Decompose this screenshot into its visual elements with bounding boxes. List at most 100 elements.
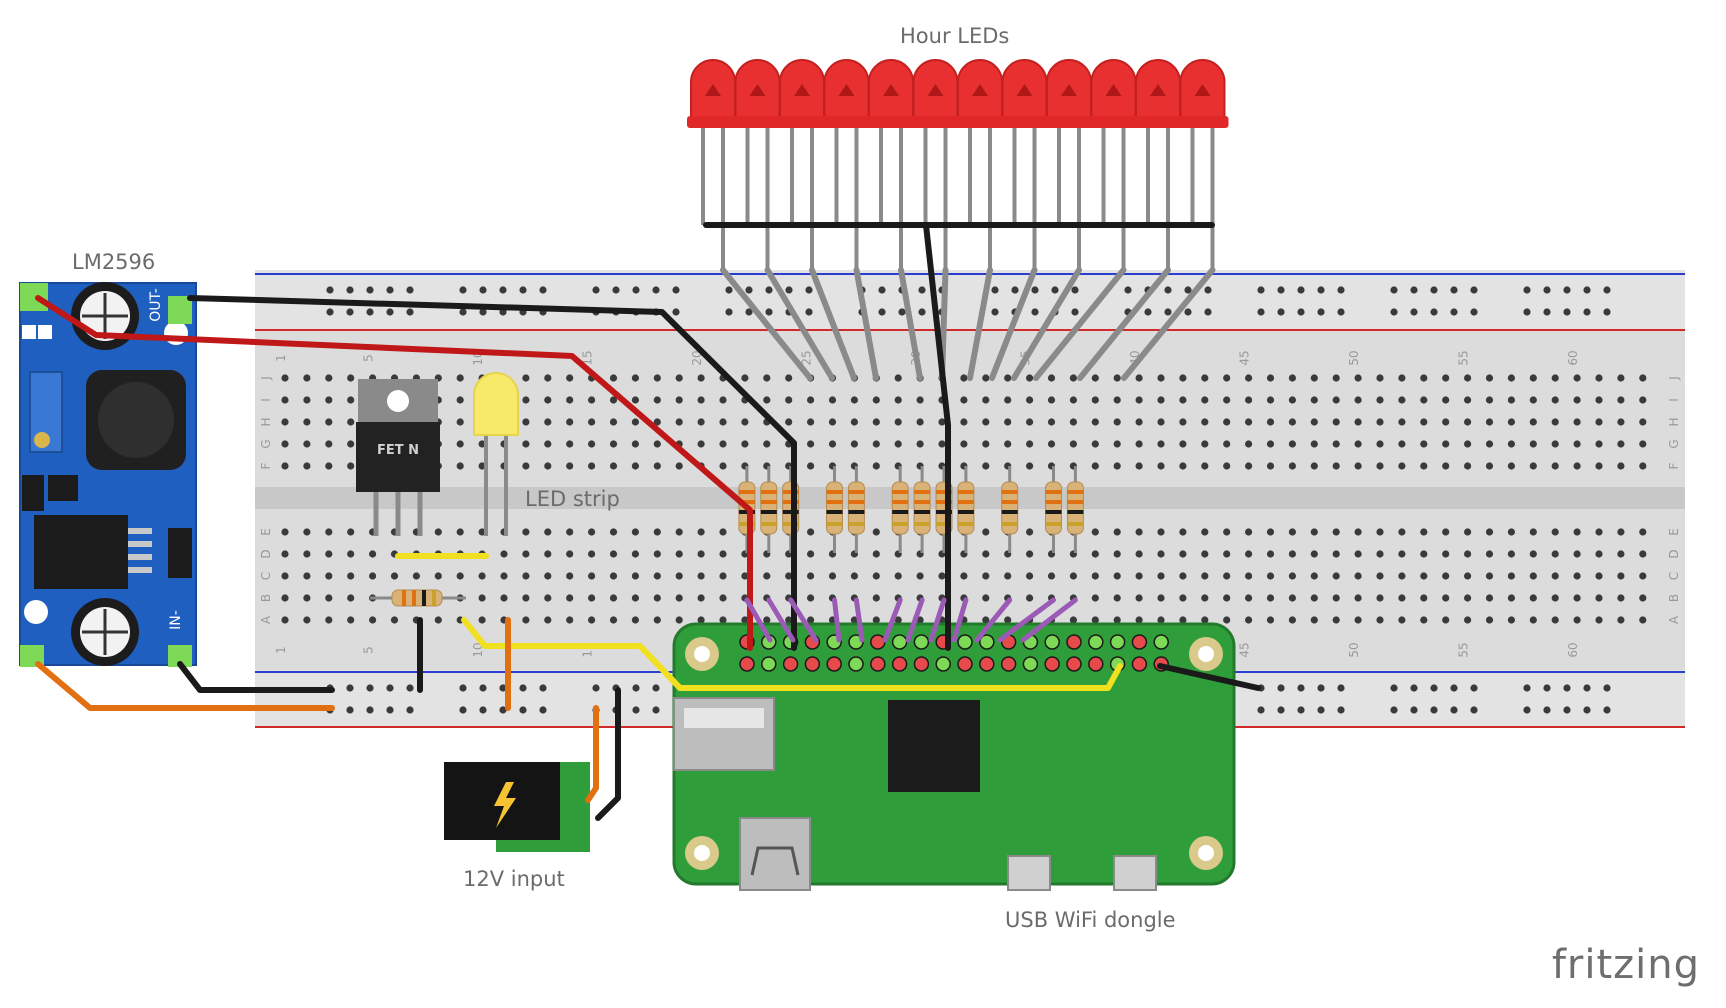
breadboard-hole	[1551, 440, 1559, 448]
regulator-in-label: IN-	[168, 610, 184, 630]
breadboard-hole	[1004, 374, 1012, 382]
breadboard-hole	[1288, 418, 1296, 426]
breadboard-hole	[631, 550, 640, 558]
regulator-out-neg-wire	[187, 295, 797, 651]
breadboard-hole	[544, 374, 552, 382]
breadboard-hole	[1069, 374, 1077, 382]
breadboard-hole	[1464, 462, 1472, 470]
jack-ground-wire	[595, 687, 621, 821]
column-number: 1	[274, 646, 288, 654]
breadboard-hole	[675, 594, 683, 602]
breadboard-hole	[478, 462, 486, 470]
breadboard-hole	[1201, 528, 1209, 536]
breadboard-hole	[631, 594, 640, 602]
breadboard-hole	[1026, 396, 1034, 404]
hour-led	[731, 59, 784, 270]
resistor-band	[914, 510, 931, 514]
rail-hole	[326, 308, 334, 316]
breadboard-hole	[1529, 616, 1537, 624]
breadboard-hole	[1507, 550, 1515, 558]
breadboard-hole	[872, 418, 880, 426]
breadboard-hole	[1442, 374, 1450, 382]
breadboard-hole	[369, 572, 377, 580]
gpio-jumper	[766, 597, 796, 643]
rail-hole	[1543, 684, 1551, 692]
breadboard-hole	[1376, 528, 1384, 536]
breadboard-hole	[1026, 572, 1034, 580]
rail-hole	[1523, 308, 1531, 316]
rail-hole	[539, 286, 547, 294]
breadboard-hole	[916, 572, 924, 580]
breadboard-hole	[631, 396, 640, 404]
resistor-band	[1067, 500, 1084, 504]
resistor-band	[1001, 522, 1018, 526]
rail-hole	[805, 286, 813, 294]
breadboard-hole	[1004, 418, 1012, 426]
breadboard-hole	[1135, 550, 1143, 558]
breadboard-hole	[763, 440, 771, 448]
breadboard-hole	[631, 616, 640, 624]
breadboard-hole	[1310, 418, 1318, 426]
breadboard-hole	[1420, 572, 1428, 580]
breadboard-hole	[1223, 528, 1231, 536]
led-leg-wire	[853, 267, 879, 381]
breadboard-hole	[1354, 418, 1362, 426]
rail-hole	[1523, 706, 1531, 714]
breadboard-hole	[1201, 418, 1209, 426]
resistor-band	[892, 522, 909, 526]
resistor-band	[1001, 510, 1018, 514]
breadboard-hole	[522, 572, 530, 580]
gpio-pin	[848, 656, 864, 672]
breadboard-hole	[1069, 396, 1077, 404]
led-mark	[883, 84, 899, 96]
rail-hole	[366, 684, 374, 692]
resistor-band	[402, 590, 406, 606]
rail-hole	[479, 308, 487, 316]
breadboard-hole	[894, 396, 902, 404]
rail-hole	[918, 286, 926, 294]
rail-hole	[539, 706, 547, 714]
breadboard-hole	[916, 440, 924, 448]
breadboard-hole	[1201, 616, 1209, 624]
breadboard-hole	[1113, 572, 1121, 580]
breadboard-hole	[325, 462, 333, 470]
breadboard-hole	[281, 462, 289, 470]
breadboard-hole	[303, 572, 311, 580]
breadboard-hole	[566, 440, 574, 448]
breadboard-hole	[588, 594, 596, 602]
breadboard-hole	[1245, 616, 1253, 624]
breadboard-hole	[544, 528, 552, 536]
breadboard-hole	[1223, 418, 1231, 426]
breadboard-hole	[807, 440, 815, 448]
power-jack	[444, 762, 590, 852]
rail-hole	[499, 684, 507, 692]
resistor-band	[826, 490, 843, 494]
breadboard-hole	[1091, 550, 1099, 558]
led-rim	[731, 116, 784, 128]
breadboard-hole	[1113, 440, 1121, 448]
breadboard-hole	[1201, 594, 1209, 602]
breadboard-hole	[697, 616, 705, 624]
breadboard-hole	[916, 418, 924, 426]
rail-hole	[519, 286, 527, 294]
rail-hole	[1277, 706, 1285, 714]
breadboard-hole	[478, 440, 486, 448]
breadboard-hole	[1376, 396, 1384, 404]
breadboard-hole	[653, 418, 661, 426]
rail-hole	[652, 684, 660, 692]
rail-hole	[1184, 308, 1192, 316]
breadboard-hole	[544, 594, 552, 602]
breadboard-hole	[872, 528, 880, 536]
breadboard-hole	[1047, 440, 1056, 448]
rail-hole	[1430, 706, 1438, 714]
breadboard-hole	[982, 616, 990, 624]
hour-led	[1087, 59, 1140, 270]
breadboard-hole	[1507, 440, 1515, 448]
breadboard-hole	[1332, 550, 1340, 558]
resistor-band	[892, 510, 909, 514]
breadboard-hole	[1376, 440, 1384, 448]
breadboard-hole	[1617, 440, 1625, 448]
breadboard-hole	[1529, 418, 1537, 426]
rail-hole	[1297, 308, 1305, 316]
breadboard-hole	[1398, 418, 1406, 426]
